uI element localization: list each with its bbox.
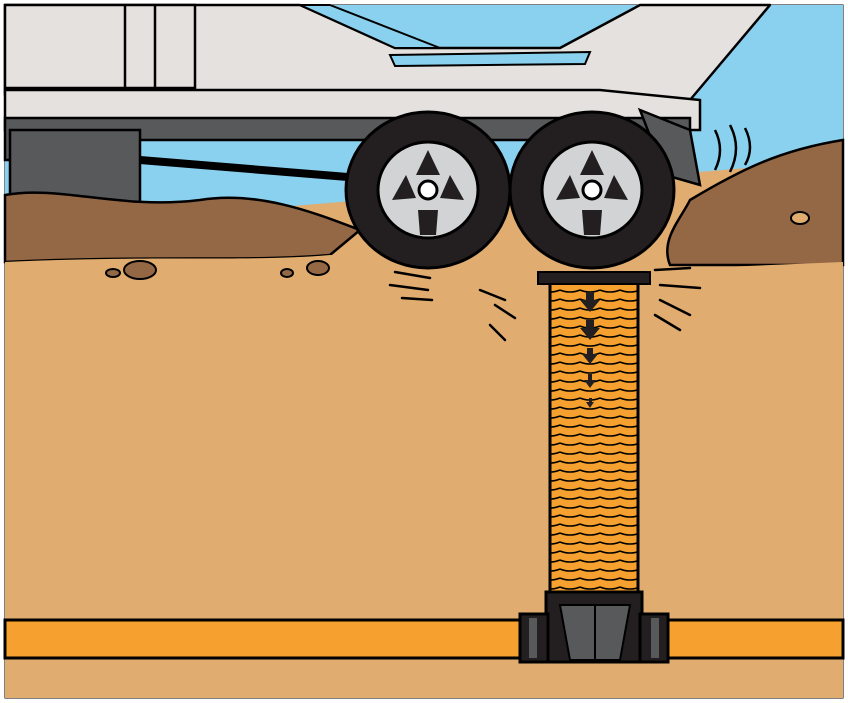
rock — [790, 211, 810, 225]
soil-mound-right — [666, 138, 845, 267]
motion-mark — [713, 129, 722, 171]
rock — [105, 268, 121, 278]
pressure-lines — [388, 266, 702, 342]
trailer-side-panel — [3, 3, 197, 90]
rock — [280, 268, 294, 278]
tee-fitting — [518, 590, 670, 664]
motion-mark — [743, 127, 752, 166]
down-arrow-icon — [586, 398, 594, 408]
horizontal-pipe-left — [3, 618, 527, 660]
down-arrow-icon — [580, 292, 600, 312]
horizontal-pipe-right — [658, 618, 845, 660]
trailer-tank-blue-2 — [388, 50, 592, 68]
down-arrow-icon — [580, 320, 600, 340]
motion-mark — [728, 124, 738, 173]
rock — [123, 260, 157, 280]
down-arrow-icon — [582, 348, 598, 364]
down-arrow-icon — [584, 374, 596, 388]
rock — [306, 260, 330, 276]
tire-rear — [508, 110, 676, 270]
riser-top-cap — [537, 271, 651, 285]
axle-rod — [139, 156, 361, 182]
trailer-tank-blue-1 — [299, 4, 441, 49]
tire-front — [344, 110, 512, 270]
